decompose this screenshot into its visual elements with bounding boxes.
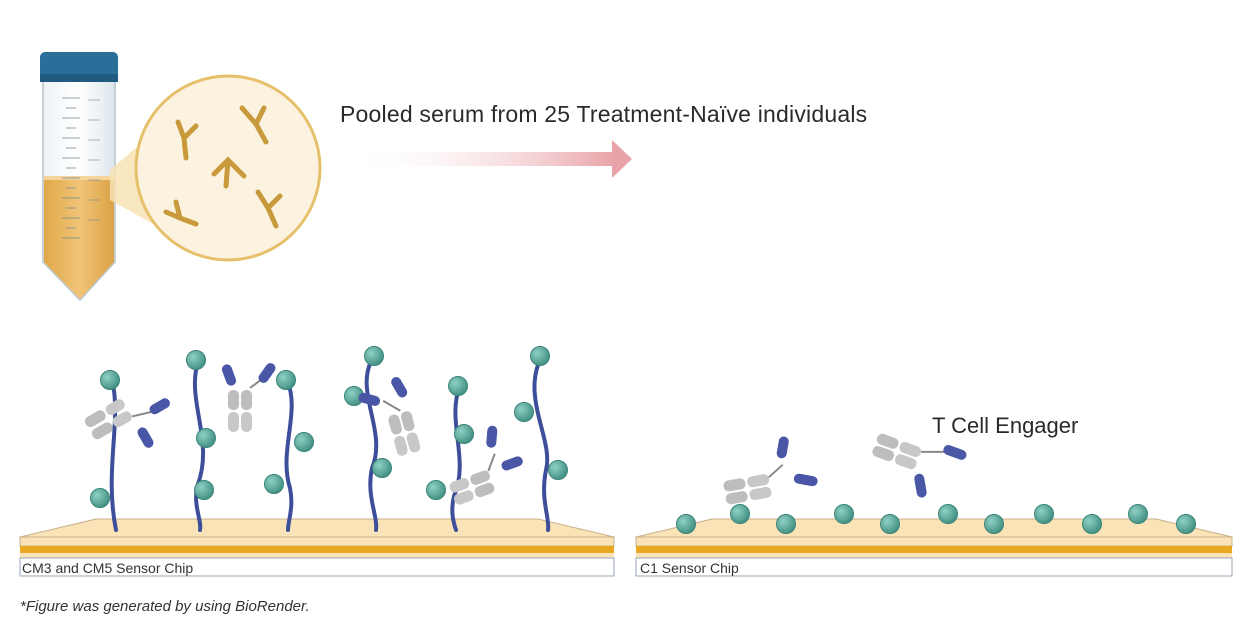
dextran-strands: [109, 354, 551, 532]
left-chip-label: CM3 and CM5 Sensor Chip: [22, 560, 194, 576]
right-chip-label: C1 Sensor Chip: [640, 560, 739, 576]
surface-beads-left: [90, 346, 568, 508]
tce-molecules-left: [84, 363, 523, 505]
t-cell-engager-label: T Cell Engager: [932, 413, 1079, 438]
cm3-cm5-sensor-chip: [19, 518, 615, 577]
footnote: *Figure was generated by using BioRender…: [20, 598, 310, 615]
right-arrow-icon: [350, 140, 632, 178]
tce-molecules-right: [723, 433, 967, 505]
antibody-magnifier-icon: [110, 74, 322, 262]
c1-sensor-chip: [635, 518, 1233, 577]
falcon-tube-icon: [40, 52, 118, 302]
diagram-title: Pooled serum from 25 Treatment-Naïve ind…: [340, 101, 868, 127]
